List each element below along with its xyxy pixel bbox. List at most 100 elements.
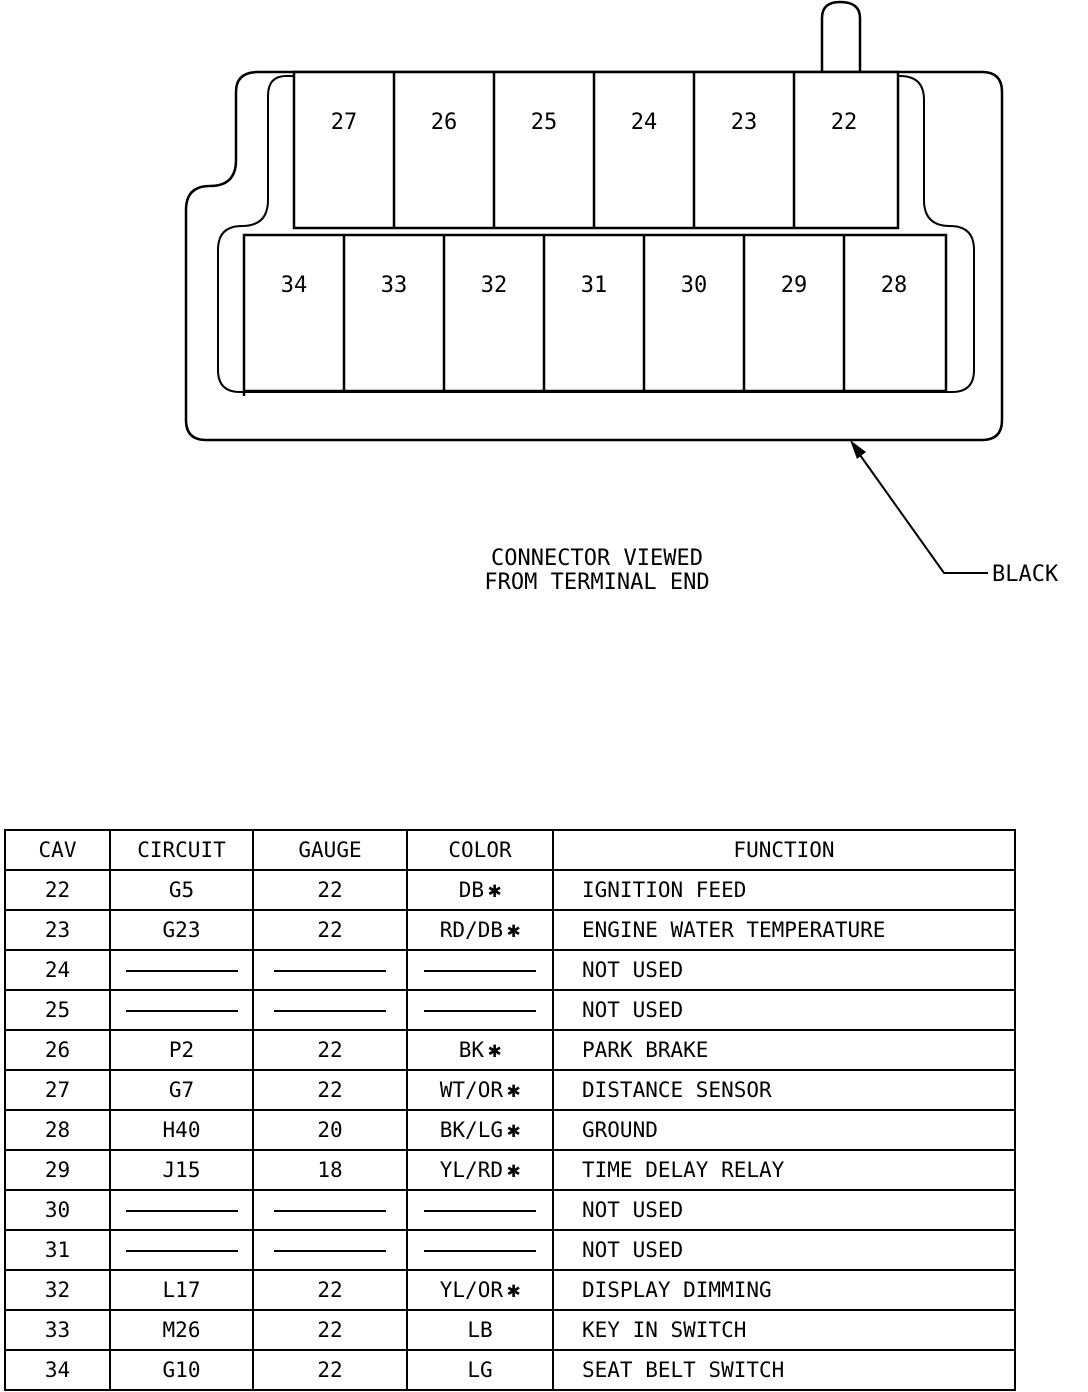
gauge-cell-text: 22: [317, 1038, 343, 1062]
connector-inner-shell: [217, 75, 975, 393]
circuit-cell: J15: [109, 1149, 254, 1191]
cav-cell: 34: [4, 1349, 111, 1391]
function-cell-text: PARK BRAKE: [582, 1038, 709, 1062]
cav-cell-text: 31: [44, 1238, 71, 1262]
function-cell: ENGINE WATER TEMPERATURE: [552, 909, 1016, 951]
color-cell: DB✱: [406, 869, 554, 911]
cav-cell: 29: [4, 1149, 111, 1191]
function-cell-text: GROUND: [582, 1118, 658, 1142]
gauge-cell: 22: [252, 869, 408, 911]
gauge-cell: [252, 1189, 408, 1231]
function-cell: NOT USED: [552, 1229, 1016, 1271]
not-applicable-dash: [424, 1210, 536, 1212]
color-cell: LG: [406, 1349, 554, 1391]
table-header-row: CAV CIRCUIT GAUGE COLOR FUNCTION: [4, 829, 1016, 871]
cav-cell: 24: [4, 949, 111, 991]
gauge-cell-text: 22: [317, 1318, 343, 1342]
color-cell-text: DB: [458, 877, 485, 902]
cav-cell-text: 27: [44, 1078, 71, 1102]
table-row: 25 NOT USED: [4, 989, 1016, 1031]
cav-cell: 32: [4, 1269, 111, 1311]
cav-cell: 30: [4, 1189, 111, 1231]
bottom-cavity-label: 31: [581, 273, 608, 298]
function-cell: PARK BRAKE: [552, 1029, 1016, 1071]
bottom-cavity-label: 32: [481, 273, 508, 298]
function-cell-text: NOT USED: [582, 958, 684, 982]
cav-cell: 33: [4, 1309, 111, 1351]
function-cell: NOT USED: [552, 949, 1016, 991]
top-cavity-block: [292, 70, 900, 230]
cav-cell: 22: [4, 869, 111, 911]
bottom-cavity-dividers: [342, 235, 846, 391]
top-cavity-label: 26: [431, 110, 458, 135]
not-applicable-dash: [125, 1010, 238, 1012]
not-applicable-dash: [274, 970, 386, 972]
function-cell-text: IGNITION FEED: [582, 878, 747, 902]
not-applicable-dash: [424, 1010, 536, 1012]
color-cell-text: WT/OR: [439, 1077, 503, 1102]
gauge-cell-text: 22: [317, 1278, 343, 1302]
color-cell: [406, 1229, 554, 1271]
cav-cell-text: 25: [44, 998, 71, 1022]
cav-cell-text: 29: [44, 1158, 71, 1182]
caption-line-1: CONNECTOR VIEWED: [491, 546, 703, 571]
circuit-cell-text: M26: [162, 1318, 201, 1342]
cav-cell-text: 33: [44, 1318, 71, 1342]
color-cell-text: LG: [467, 1358, 493, 1382]
circuit-cell-text: G10: [162, 1358, 201, 1382]
circuit-cell: G7: [109, 1069, 254, 1111]
function-cell-text: NOT USED: [582, 998, 684, 1022]
gauge-cell: 20: [252, 1109, 408, 1151]
color-cell: YL/OR✱: [406, 1269, 554, 1311]
function-cell-text: KEY IN SWITCH: [582, 1318, 747, 1342]
bottom-cavity-label: 34: [281, 273, 308, 298]
table-row: 30 NOT USED: [4, 1189, 1016, 1231]
cav-cell: 28: [4, 1109, 111, 1151]
gauge-cell-text: 22: [317, 918, 343, 942]
connector-lock-tab: [820, 0, 862, 72]
cav-cell-text: 28: [44, 1118, 71, 1142]
not-applicable-dash: [424, 1250, 536, 1252]
caption-line-2: FROM TERMINAL END: [484, 570, 709, 595]
gauge-cell-text: 22: [317, 1078, 343, 1102]
function-cell-text: NOT USED: [582, 1198, 684, 1222]
gauge-cell: [252, 989, 408, 1031]
connector-color-label: BLACK: [992, 562, 1059, 587]
not-applicable-dash: [125, 1210, 238, 1212]
circuit-cell: L17: [109, 1269, 254, 1311]
color-cell: RD/DB✱: [406, 909, 554, 951]
gauge-cell-text: 18: [317, 1158, 343, 1182]
circuit-cell-text: G23: [162, 918, 201, 942]
color-cell-text: YL/OR: [439, 1277, 503, 1302]
color-cell-text: BK: [458, 1037, 485, 1062]
function-cell: TIME DELAY RELAY: [552, 1149, 1016, 1191]
circuit-cell: G5: [109, 869, 254, 911]
top-cavity-dividers: [392, 72, 796, 228]
header-cav: CAV: [4, 829, 111, 871]
function-cell-text: TIME DELAY RELAY: [582, 1158, 785, 1182]
gauge-cell-text: 20: [317, 1118, 343, 1142]
cav-cell-text: 26: [44, 1038, 71, 1062]
circuit-cell: [109, 1229, 254, 1271]
gauge-cell: 22: [252, 1069, 408, 1111]
function-cell-text: DISPLAY DIMMING: [582, 1278, 772, 1302]
circuit-cell-text: L17: [162, 1278, 201, 1302]
gauge-cell-text: 22: [317, 878, 343, 902]
top-cavity-label: 27: [331, 110, 358, 135]
cav-cell: 31: [4, 1229, 111, 1271]
circuit-cell-text: J15: [162, 1158, 201, 1182]
cav-cell: 27: [4, 1069, 111, 1111]
function-cell: DISTANCE SENSOR: [552, 1069, 1016, 1111]
cav-cell-text: 32: [44, 1278, 71, 1302]
gauge-cell: [252, 949, 408, 991]
bottom-cavity-label: 28: [881, 273, 908, 298]
table-row: 31 NOT USED: [4, 1229, 1016, 1271]
